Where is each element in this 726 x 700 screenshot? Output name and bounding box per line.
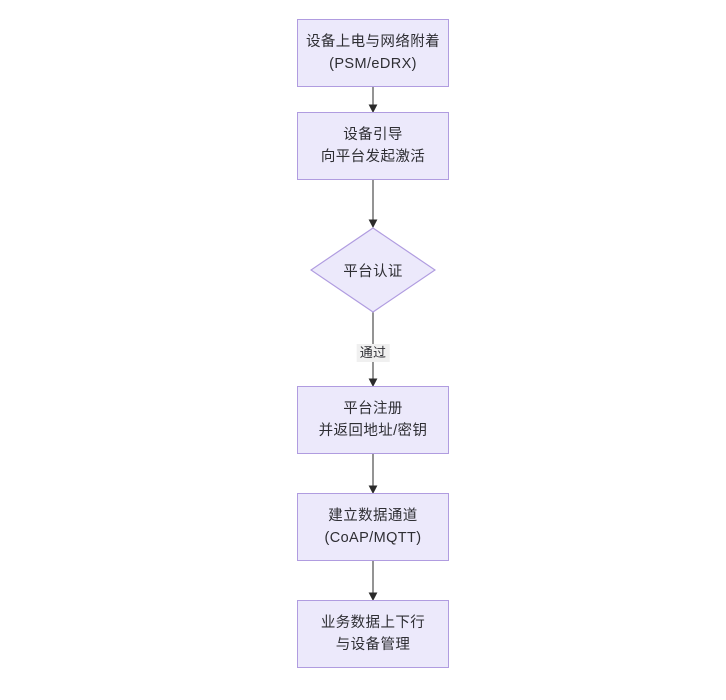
node-service-data-line1: 业务数据上下行 — [320, 614, 426, 631]
node-data-channel-line1: 建立数据通道 — [328, 507, 418, 524]
node-data-channel-line2: (CoAP/MQTT) — [324, 530, 422, 546]
node-platform-register-line2: 并返回地址/密钥 — [318, 423, 428, 439]
node-bootstrap-line1: 设备引导 — [343, 126, 403, 143]
node-platform-register-line1: 平台注册 — [343, 400, 403, 417]
node-power-on-line2: (PSM/eDRX) — [329, 56, 417, 72]
node-platform-register[interactable]: 平台注册 并返回地址/密钥 — [297, 386, 449, 454]
edge-data-channel-to-service-data — [360, 559, 386, 603]
node-service-data-line2: 与设备管理 — [335, 637, 411, 653]
node-data-channel[interactable]: 建立数据通道 (CoAP/MQTT) — [297, 493, 449, 561]
edge-power-on-to-bootstrap — [360, 85, 386, 115]
node-platform-auth[interactable]: 平台认证 — [310, 227, 436, 313]
node-power-on[interactable]: 设备上电与网络附着 (PSM/eDRX) — [297, 19, 449, 87]
edge-platform-register-to-data-channel — [360, 452, 386, 496]
node-service-data[interactable]: 业务数据上下行 与设备管理 — [297, 600, 449, 668]
edge-bootstrap-to-platform-auth — [360, 178, 386, 230]
edge-label-pass: 通过 — [356, 344, 390, 362]
node-bootstrap[interactable]: 设备引导 向平台发起激活 — [297, 112, 449, 180]
node-bootstrap-line2: 向平台发起激活 — [320, 149, 426, 165]
node-power-on-line1: 设备上电与网络附着 — [305, 33, 441, 50]
